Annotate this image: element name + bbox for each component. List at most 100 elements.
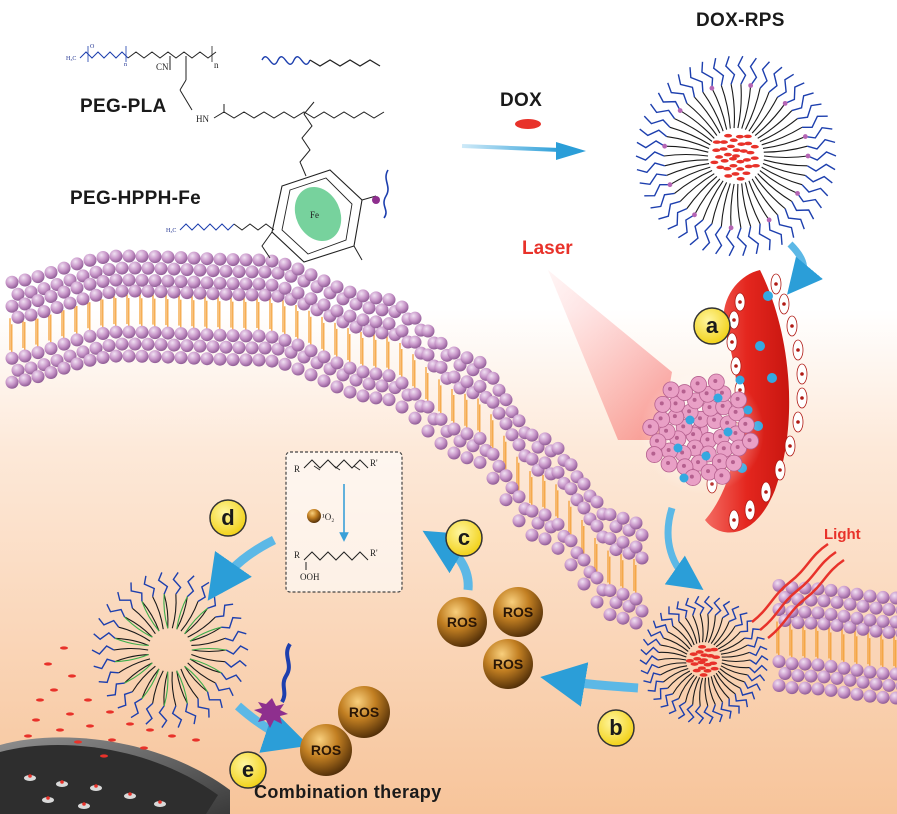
lipid-head	[382, 317, 396, 331]
lipid-head	[798, 657, 812, 671]
lipid-head	[876, 590, 890, 604]
lipid-head	[109, 273, 123, 287]
ros-label: ROS	[311, 742, 341, 758]
lipid-head	[148, 350, 162, 364]
lipid-head	[811, 582, 825, 596]
lipid-head	[447, 422, 461, 436]
lipid-head	[161, 274, 175, 288]
lipid-head	[37, 305, 51, 319]
lipid-head	[343, 285, 357, 299]
lipid-head	[843, 597, 857, 611]
arrow-e	[235, 702, 310, 753]
lipid-head	[889, 667, 897, 681]
svg-text:H₃C: H₃C	[66, 56, 76, 62]
lipid-head	[252, 253, 266, 267]
lipid-head	[239, 329, 253, 343]
lipid-head	[798, 605, 812, 619]
singlet-oxygen-icon	[307, 509, 321, 523]
lipid-head	[876, 690, 890, 704]
lipid-head	[219, 264, 233, 278]
lipid-head	[304, 344, 318, 358]
combination-therapy-label: Combination therapy	[254, 782, 442, 802]
lipid-head	[135, 325, 149, 339]
lipid-head	[167, 285, 181, 299]
lipid-head	[18, 297, 32, 311]
svg-text:O: O	[90, 44, 95, 50]
lipid-head	[180, 263, 194, 277]
lipid-head	[837, 609, 851, 623]
lipid-head	[219, 340, 233, 354]
lipid-head	[330, 356, 344, 370]
lipid-head	[551, 517, 565, 531]
lipid-head	[811, 606, 825, 620]
lipid-head	[18, 349, 32, 363]
step-marker-b	[597, 709, 635, 747]
lipid-head	[869, 601, 883, 615]
lipid-head	[837, 685, 851, 699]
lipid-head	[785, 681, 799, 695]
lipid-head	[174, 275, 188, 289]
lipid-head	[226, 353, 240, 367]
lipid-head	[180, 339, 194, 353]
cell-membrane	[5, 249, 897, 705]
lipid-head	[538, 508, 552, 522]
lipid-head	[830, 671, 844, 685]
lipid-head	[538, 432, 552, 446]
lipid-head	[434, 360, 448, 374]
lipid-head	[330, 380, 344, 394]
lipid-head	[772, 578, 786, 592]
lipid-head	[109, 249, 123, 263]
lipid-head	[174, 327, 188, 341]
lipid-head	[226, 277, 240, 291]
lipid-head	[616, 535, 630, 549]
lipid-head	[252, 277, 266, 291]
lipid-head	[512, 438, 526, 452]
lipid-head	[122, 249, 136, 263]
lipid-head	[369, 291, 383, 305]
arrow-c	[422, 530, 473, 591]
lipid-head	[5, 299, 19, 313]
lipid-head	[304, 368, 318, 382]
step-marker-c	[445, 519, 483, 557]
ros-label: ROS	[493, 656, 523, 672]
lipid-head	[291, 286, 305, 300]
lipid-head	[135, 249, 149, 263]
step-label-d: d	[221, 505, 234, 530]
lipid-head	[486, 471, 500, 485]
peg-pla-chain-icon	[261, 56, 311, 65]
peg-hpph-chain-icon	[383, 169, 389, 219]
lipid-head	[206, 287, 220, 301]
product-chain	[303, 551, 369, 561]
peg-hpph-fe-label: PEG-HPPH-Fe	[70, 188, 202, 209]
step-marker-a	[693, 307, 731, 345]
lipid-head	[154, 262, 168, 276]
lipid-head	[473, 431, 487, 445]
lipid-head	[492, 383, 506, 397]
dox-rps-label: DOX-RPS	[696, 10, 785, 31]
lipid-head	[330, 304, 344, 318]
reaction-box: R R' ¹O₂ R R' OOH	[285, 451, 403, 593]
arrow-to-membrane	[664, 506, 704, 591]
lipid-head	[258, 341, 272, 355]
lipid-head	[193, 339, 207, 353]
reactant-chain	[303, 459, 369, 469]
lipid-head	[564, 482, 578, 496]
lipid-head	[362, 324, 376, 338]
lipid-head	[200, 352, 214, 366]
lipid-head	[11, 287, 25, 301]
lipid-head	[258, 288, 272, 302]
lipid-head	[161, 326, 175, 340]
lipid-head	[382, 293, 396, 307]
lipid-head	[206, 340, 220, 354]
lipid-head	[843, 620, 857, 634]
lipid-head	[616, 511, 630, 525]
lipid-head	[564, 534, 578, 548]
lipid-head	[83, 353, 97, 367]
lipid-head	[635, 604, 649, 618]
lipid-head	[187, 275, 201, 289]
lipid-head	[57, 337, 71, 351]
lipid-head	[843, 673, 857, 687]
lipid-head	[629, 516, 643, 530]
lipid-head	[44, 290, 58, 304]
